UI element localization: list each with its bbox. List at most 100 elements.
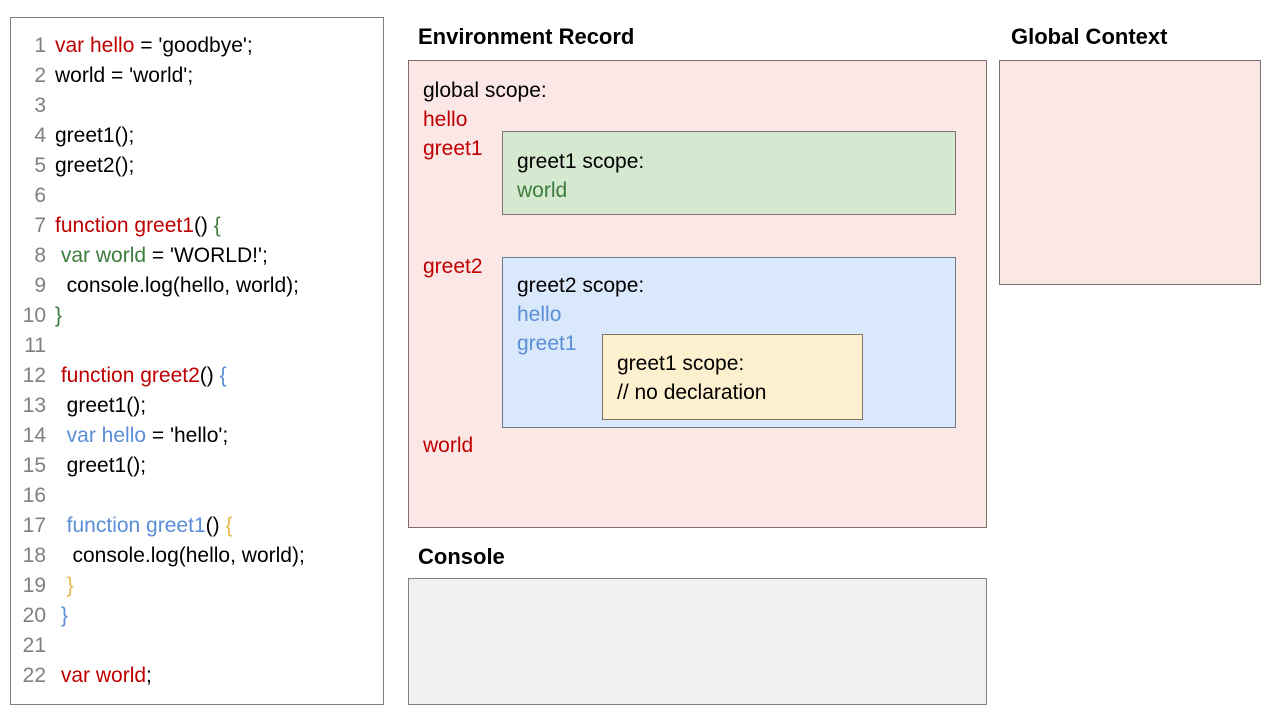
greet1-inner-scope-heading: greet1 scope: [617,352,745,375]
code-token: () [199,364,220,387]
code-line: 6 [11,181,383,211]
code-line: 15 greet1(); [11,451,383,481]
global-binding-hello: hello [423,108,468,131]
code-line-number: 9 [34,274,46,297]
code-line: 3 [11,91,383,121]
code-line: 7 function greet1() { [11,211,383,241]
code-line-text: console.log(hello, world); [55,541,305,571]
code-line: 1 var hello = 'goodbye'; [11,31,383,61]
code-line-number: 12 [22,364,46,387]
code-token: var world [60,664,147,687]
code-line-text: } [55,601,68,631]
code-line: 18 console.log(hello, world); [11,541,383,571]
code-token [55,424,67,447]
code-line-number: 2 [34,64,46,87]
code-line-text: var hello = 'goodbye'; [55,31,253,61]
code-line-text: var world; [55,661,152,691]
code-line-number: 18 [22,544,46,567]
code-line-number: 22 [22,664,46,687]
code-token: { [225,514,233,537]
code-token: console.log(hello, world); [55,274,299,297]
code-token: var hello [66,424,147,447]
code-line: 8 var world = 'WORLD!'; [11,241,383,271]
code-line-number: 15 [22,454,46,477]
code-line: 2 world = 'world'; [11,61,383,91]
code-line-text: function greet1() { [55,211,221,241]
console-output-box [408,578,987,705]
code-line: 5 greet2(); [11,151,383,181]
code-line-number: 11 [24,334,46,357]
code-token: = 'WORLD!'; [146,244,268,267]
code-line-number: 6 [34,184,46,207]
greet2-scope-box: greet2 scope: hello greet1 greet1 scope:… [502,257,956,428]
code-panel: 1 var hello = 'goodbye'; 2 world = 'world';… [10,17,384,705]
global-scope-heading: global scope: [423,79,547,102]
code-token: () [193,214,214,237]
code-token: greet1(); [55,124,135,147]
code-line-list: 1 var hello = 'goodbye'; 2 world = 'world';… [11,18,383,691]
code-token: greet2(); [55,154,135,177]
code-line-number: 5 [34,154,46,177]
greet2-binding-greet1: greet1 [517,332,577,355]
code-line-text: greet2(); [55,151,134,181]
console-title: Console [418,544,505,569]
environment-record-title: Environment Record [418,24,635,49]
code-token: } [66,574,74,597]
greet1-inner-scope-note: // no declaration [617,381,767,404]
greet2-binding-hello: hello [517,303,562,326]
code-line: 11 [11,331,383,361]
code-line: 22 var world; [11,661,383,691]
code-token: function greet1 [55,214,194,237]
code-token: { [213,214,221,237]
code-token: function greet2 [60,364,200,387]
greet2-scope-heading: greet2 scope: [517,274,645,297]
code-line: 16 [11,481,383,511]
code-token: var world [60,244,147,267]
greet1-scope-heading: greet1 scope: [517,150,645,173]
code-line: 21 [11,631,383,661]
global-binding-greet2: greet2 [423,255,483,278]
code-token: } [60,604,68,627]
code-token: ; [146,664,152,687]
greet1-binding-world: world [517,179,568,202]
code-line-number: 21 [22,634,46,657]
code-token: greet1(); [55,454,147,477]
code-line: 4 greet1(); [11,121,383,151]
code-token [55,514,67,537]
code-line: 13 greet1(); [11,391,383,421]
code-token: () [205,514,226,537]
code-token: var hello [55,34,135,57]
code-line-number: 13 [22,394,46,417]
code-token: = 'hello'; [146,424,229,447]
code-line-number: 10 [22,304,46,327]
global-context-box [999,60,1261,285]
code-line: 19 } [11,571,383,601]
code-token: = 'goodbye'; [134,34,253,57]
code-line-number: 14 [22,424,46,447]
code-line-number: 16 [22,484,46,507]
code-token: { [219,364,227,387]
code-line-text: console.log(hello, world); [55,271,299,301]
greet1-inner-scope-box: greet1 scope: // no declaration [602,334,863,420]
code-line-number: 1 [34,34,46,57]
global-scope-box: global scope: hello greet1 greet2 world … [408,60,987,528]
code-line-text: world = 'world'; [55,61,193,91]
code-line-text: function greet2() { [55,361,227,391]
code-line-text: function greet1() { [55,511,233,541]
code-token: world = 'world'; [55,64,194,87]
code-line: 14 var hello = 'hello'; [11,421,383,451]
code-line-text: } [55,571,74,601]
code-line-text: greet1(); [55,391,146,421]
code-line-number: 7 [34,214,46,237]
code-line: 12 function greet2() { [11,361,383,391]
code-line-number: 8 [34,244,46,267]
global-context-title: Global Context [1011,24,1168,49]
code-token [55,574,67,597]
code-line-text: var world = 'WORLD!'; [55,241,268,271]
code-line: 9 console.log(hello, world); [11,271,383,301]
code-line: 20 } [11,601,383,631]
global-binding-greet1: greet1 [423,137,483,160]
greet1-scope-box: greet1 scope: world [502,131,956,215]
code-line-number: 4 [34,124,46,147]
